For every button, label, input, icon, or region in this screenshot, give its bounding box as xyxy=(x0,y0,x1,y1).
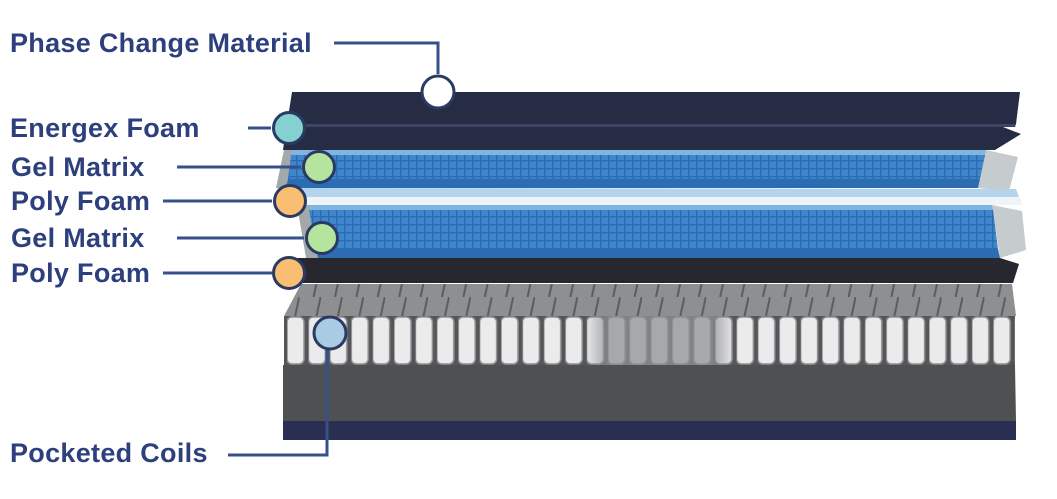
marker-dots xyxy=(272,74,456,351)
coil-center-zone-shade xyxy=(585,316,735,365)
callout-lines xyxy=(163,41,440,457)
callout-line-phase-change-material xyxy=(334,41,440,74)
layer-gel-matrix-1 xyxy=(276,150,1018,191)
label-gel-matrix-2: Gel Matrix xyxy=(11,223,145,253)
layer-phase-change-cover xyxy=(286,92,1020,127)
layer-poly-foam-1 xyxy=(282,188,1022,205)
marker-phase-change-material-dot xyxy=(420,74,456,110)
marker-gel-matrix-2-dot xyxy=(305,221,339,255)
layer-base xyxy=(283,421,1016,440)
label-poly-foam-1: Poly Foam xyxy=(11,186,151,216)
marker-pocketed-coils-dot xyxy=(312,315,348,351)
marker-gel-matrix-1-dot xyxy=(302,150,336,184)
label-energex-foam: Energex Foam xyxy=(10,113,200,143)
label-poly-foam-2: Poly Foam xyxy=(11,258,151,288)
layer-pocketed-coils xyxy=(284,284,1016,365)
label-gel-matrix-1: Gel Matrix xyxy=(11,152,145,182)
marker-energex-foam-dot xyxy=(272,111,306,145)
marker-poly-foam-1-dot xyxy=(273,184,307,218)
label-pocketed-coils: Pocketed Coils xyxy=(10,438,208,468)
layer-energex-foam xyxy=(283,127,1021,150)
layer-gel-matrix-2 xyxy=(297,205,1026,258)
marker-poly-foam-2-dot xyxy=(272,256,306,290)
layer-poly-foam-2 xyxy=(282,258,1019,283)
callout-line-pocketed-coils xyxy=(228,350,329,457)
label-phase-change-material: Phase Change Material xyxy=(10,28,312,58)
layer-lower-slab xyxy=(283,365,1016,421)
